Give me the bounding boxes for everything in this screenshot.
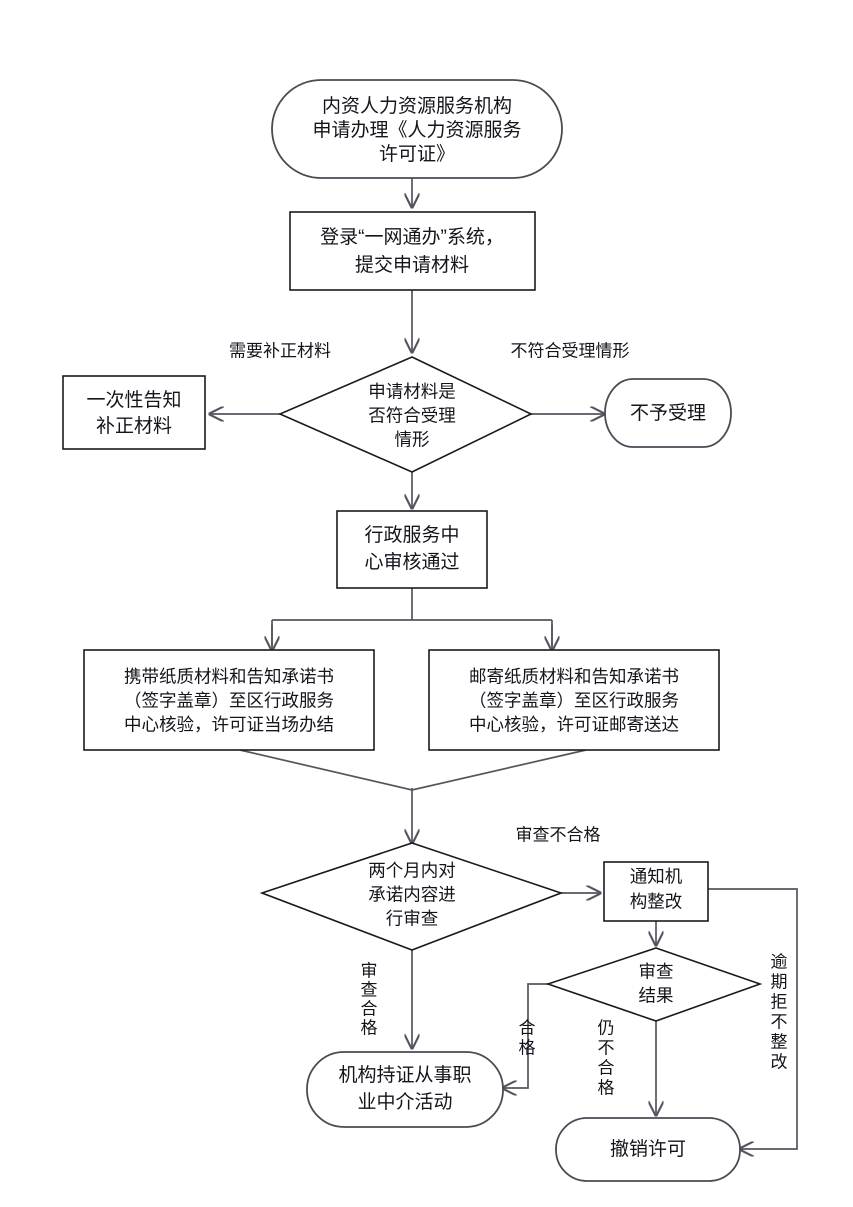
edge-label-review-failed: 审查不合格	[516, 825, 601, 844]
edge-label-still-failed-char-3: 格	[598, 1078, 615, 1097]
node-notify-rectify-line-1: 通知机	[630, 867, 683, 887]
node-mail-paper: 邮寄纸质材料和告知承诺书 （签字盖章）至区行政服务 中心核验，许可证邮寄送达	[428, 649, 720, 751]
node-notify-correction-line-2: 补正材料	[96, 415, 172, 437]
node-bring-paper-line-3: 中心核验，许可证当场办结	[124, 715, 334, 735]
connector-overdue-to-revoke	[708, 888, 798, 1149]
node-notify-rectify: 通知机 构整改	[603, 861, 709, 922]
node-revoke-license: 撤销许可	[555, 1117, 741, 1182]
connector-center-fork	[271, 588, 553, 647]
node-start-line-1: 内资人力资源服务机构	[322, 95, 512, 117]
node-bring-paper-line-2: （签字盖章）至区行政服务	[124, 691, 334, 711]
node-licensed-operation: 机构持证从事职 业中介活动	[306, 1051, 504, 1128]
node-center-approved-line-2: 心审核通过	[364, 551, 459, 573]
edge-label-still-failed-char-1: 不	[598, 1038, 615, 1057]
edge-label-passed: 合 格	[519, 1018, 536, 1057]
node-notify-rectify-line-2: 构整改	[630, 892, 683, 912]
node-bring-paper-line-1: 携带纸质材料和告知承诺书	[124, 667, 334, 687]
node-decision-accept: 申请材料是 否符合受理 情形	[277, 356, 533, 473]
node-reject-line-1: 不予受理	[630, 402, 706, 424]
node-submit-line-2: 提交申请材料	[355, 254, 469, 276]
edge-label-overdue-refuse-char-0: 逾	[771, 952, 788, 971]
node-review-result: 审查 结果	[545, 947, 763, 1022]
edge-label-overdue-refuse: 逾 期 拒 不 整 改	[771, 952, 788, 1071]
edge-label-overdue-refuse-char-4: 整	[771, 1032, 788, 1051]
edge-label-review-passed-char-3: 格	[361, 1018, 378, 1037]
node-mail-paper-line-1: 邮寄纸质材料和告知承诺书	[469, 667, 679, 687]
node-decision-accept-line-2: 否符合受理	[368, 406, 456, 426]
edge-label-review-passed-char-0: 审	[361, 961, 378, 980]
node-start-line-3: 许可证》	[379, 143, 455, 165]
edge-label-passed-char-0: 合	[519, 1018, 536, 1037]
node-review-result-line-1: 审查	[639, 962, 674, 982]
node-start: 内资人力资源服务机构 申请办理《人力资源服务 许可证》	[271, 79, 563, 179]
edge-label-passed-char-1: 格	[519, 1038, 536, 1057]
node-mail-paper-line-2: （签字盖章）至区行政服务	[469, 691, 679, 711]
node-mail-paper-line-3: 中心核验，许可证邮寄送达	[469, 715, 679, 735]
node-reject: 不予受理	[604, 378, 732, 448]
edge-label-still-failed-char-0: 仍	[598, 1018, 615, 1037]
node-licensed-operation-line-2: 业中介活动	[357, 1091, 452, 1113]
node-review-result-line-2: 结果	[639, 986, 674, 1006]
node-start-line-2: 申请办理《人力资源服务	[312, 119, 521, 141]
node-decision-accept-line-3: 情形	[395, 430, 430, 450]
edge-label-need-correction: 需要补正材料	[229, 341, 331, 360]
edge-label-overdue-refuse-char-3: 不	[771, 1012, 788, 1031]
connector-result-pass-to-licensed	[503, 983, 548, 1088]
edge-label-still-failed-char-2: 合	[598, 1058, 615, 1077]
node-notify-correction-line-1: 一次性告知	[86, 389, 181, 411]
node-decision-accept-line-1: 申请材料是	[368, 382, 456, 402]
node-revoke-license-line-1: 撤销许可	[610, 1138, 686, 1160]
node-licensed-operation-line-1: 机构持证从事职	[338, 1064, 471, 1086]
node-notify-correction: 一次性告知 补正材料	[62, 375, 206, 450]
node-submit-line-1: 登录“一网通办”系统，	[320, 226, 504, 248]
edge-label-review-passed-char-1: 查	[361, 980, 378, 999]
edge-label-overdue-refuse-char-2: 拒	[771, 992, 788, 1011]
node-review-two-months-line-1: 两个月内对	[368, 861, 456, 881]
edge-label-not-eligible: 不符合受理情形	[511, 341, 630, 360]
node-bring-paper: 携带纸质材料和告知承诺书 （签字盖章）至区行政服务 中心核验，许可证当场办结	[83, 649, 375, 751]
edge-label-still-failed: 仍 不 合 格	[598, 1018, 615, 1097]
edge-label-review-passed: 审 查 合 格	[361, 961, 378, 1037]
edge-label-overdue-refuse-char-1: 期	[771, 972, 788, 991]
node-review-two-months-line-2: 承诺内容进	[368, 885, 456, 905]
edge-label-overdue-refuse-char-5: 改	[771, 1052, 788, 1071]
node-review-two-months: 两个月内对 承诺内容进 行审查	[259, 842, 564, 951]
connector-merge-to-review	[239, 749, 587, 791]
node-review-two-months-line-3: 行审查	[386, 909, 439, 929]
node-submit: 登录“一网通办”系统， 提交申请材料	[289, 211, 536, 291]
node-center-approved-line-1: 行政服务中	[364, 524, 459, 546]
node-center-approved: 行政服务中 心审核通过	[336, 510, 488, 589]
edge-label-review-passed-char-2: 合	[361, 999, 378, 1018]
